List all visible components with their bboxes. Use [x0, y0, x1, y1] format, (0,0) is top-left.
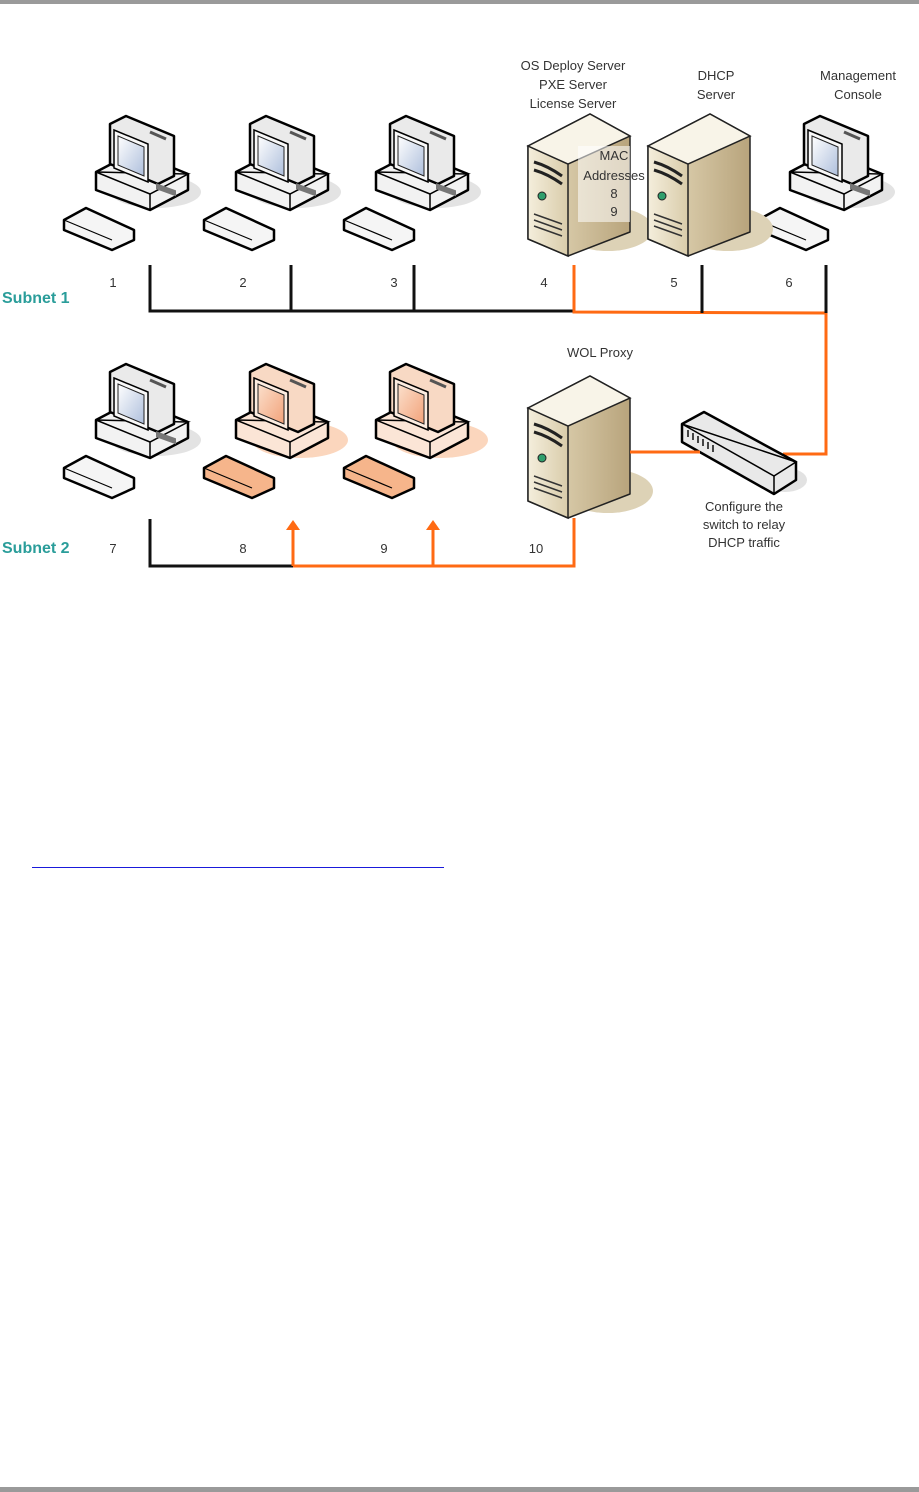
node-number-6: 6 [785, 275, 792, 290]
arrow-up-icon [426, 520, 440, 530]
subnet-1-network-lines [148, 265, 828, 456]
console-label-1: Management [820, 68, 896, 83]
node-number-7: 7 [109, 541, 116, 556]
mac-addresses-note-box [578, 146, 630, 222]
page-bottom-border [0, 1487, 919, 1492]
page-top-border [0, 0, 919, 4]
pc-3-icon [342, 114, 483, 252]
subnet-1-label: Subnet 1 [2, 290, 70, 307]
mac-note-line-3: 8 [610, 186, 617, 201]
node-number-8: 8 [239, 541, 246, 556]
os-deploy-label-1: OS Deploy Server [521, 58, 626, 73]
network-switch-icon [680, 410, 807, 496]
mac-note-line-4: 9 [610, 204, 617, 219]
node-number-9: 9 [380, 541, 387, 556]
pc-2-icon [202, 114, 343, 252]
dhcp-label-1: DHCP [698, 68, 735, 83]
mac-note-line-1: MAC [600, 148, 629, 163]
node-number-5: 5 [670, 275, 677, 290]
switch-note-line-2: switch to relay [703, 517, 786, 532]
pc-7-icon [62, 362, 203, 500]
pc-1-icon [62, 114, 203, 252]
arrow-up-icon [286, 520, 300, 530]
footnote-separator-line [32, 867, 444, 868]
node-number-4: 4 [540, 275, 547, 290]
wol-path-bus [293, 518, 576, 568]
node-number-10: 10 [529, 541, 543, 556]
os-deploy-label-3: License Server [530, 96, 617, 111]
wol-proxy-server-icon [526, 374, 655, 520]
switch-note-line-3: DHCP traffic [708, 535, 780, 550]
management-console-pc-icon [756, 114, 897, 252]
network-diagram: MAC Addresses 8 9 OS Deploy Server PXE S… [2, 58, 897, 568]
subnet-2-bus-black [148, 519, 293, 568]
pc-8-target-icon [202, 362, 350, 500]
os-deploy-label-2: PXE Server [539, 77, 608, 92]
node-number-2: 2 [239, 275, 246, 290]
dhcp-server-icon [646, 112, 775, 258]
wol-proxy-label: WOL Proxy [567, 345, 633, 360]
node-number-3: 3 [390, 275, 397, 290]
node-number-1: 1 [109, 275, 116, 290]
console-label-2: Console [834, 87, 882, 102]
pc-9-target-icon [342, 362, 490, 500]
subnet-2-network-lines [148, 518, 576, 568]
mac-note-line-2: Addresses [583, 168, 645, 183]
subnet-1-bus-black [148, 265, 573, 313]
dhcp-label-2: Server [697, 87, 736, 102]
switch-note-line-1: Configure the [705, 499, 783, 514]
subnet-2-label: Subnet 2 [2, 540, 70, 557]
